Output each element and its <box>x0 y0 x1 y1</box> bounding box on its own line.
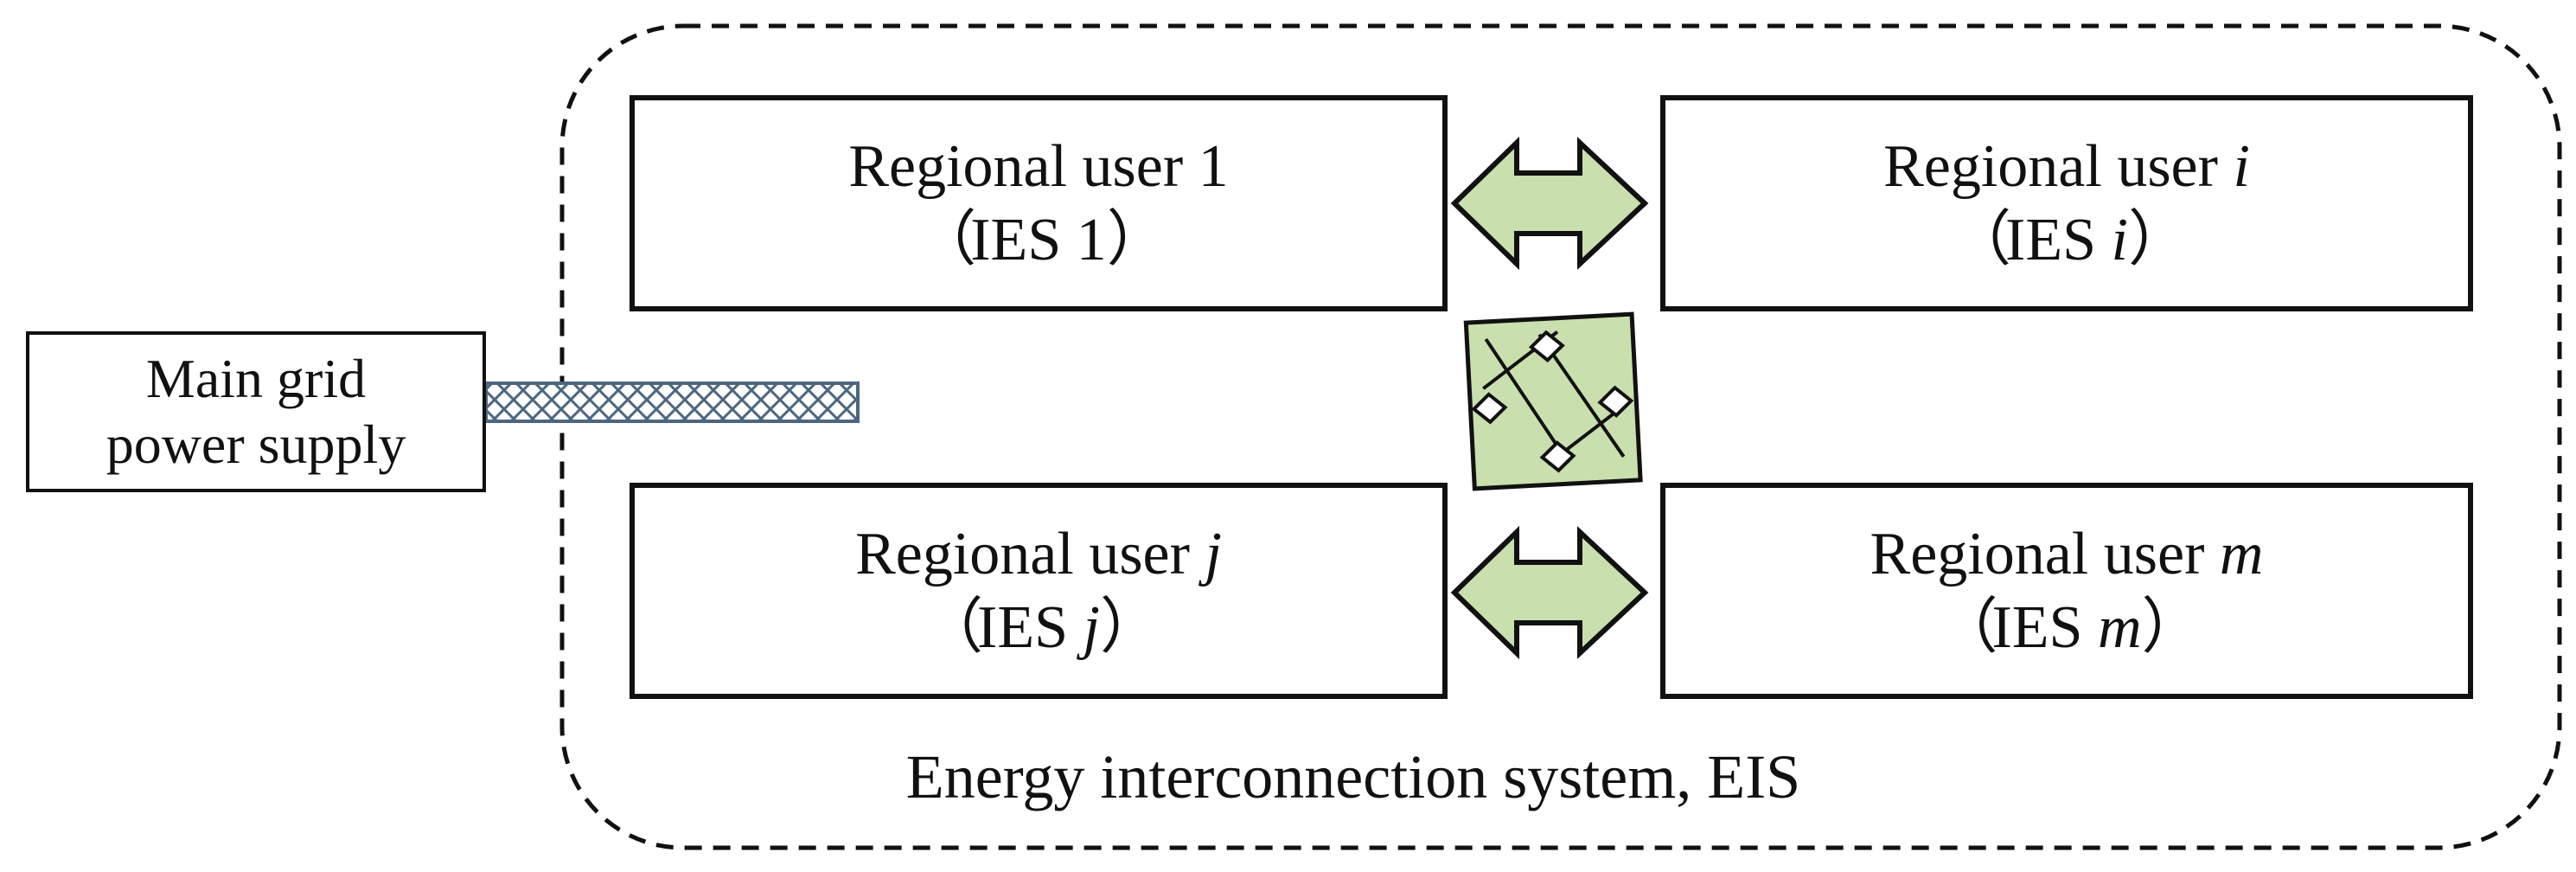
regional-user-1-box: Regional user 1 （IES 1） <box>630 95 1448 311</box>
regional-user-j-label: Regional user j <box>855 520 1222 587</box>
power-line-icon <box>484 382 860 423</box>
regional-user-i-box: Regional user i （IES i） <box>1660 95 2473 311</box>
regional-user-1-ies: （IES 1） <box>916 207 1167 273</box>
regional-user-m-ies: （IES m） <box>1937 594 2202 661</box>
main-grid-label-line2: power supply <box>105 414 406 475</box>
main-grid-label-line1: Main grid <box>145 348 367 410</box>
regional-user-j-ies: （IES j） <box>923 594 1160 661</box>
regional-user-i-ies: （IES i） <box>1951 207 2189 273</box>
eis-boundary <box>559 23 2562 850</box>
regional-user-m-box: Regional user m （IES m） <box>1660 483 2473 699</box>
regional-user-i-label: Regional user i <box>1883 132 2250 200</box>
main-grid-box: Main grid power supply <box>26 331 486 492</box>
regional-user-m-label: Regional user m <box>1870 520 2264 587</box>
eis-caption: Energy interconnection system, EIS <box>905 742 1801 811</box>
bidirectional-arrow-icon <box>1450 136 1649 271</box>
regional-user-j-box: Regional user j （IES j） <box>630 483 1448 699</box>
bidirectional-arrow-icon <box>1450 525 1649 660</box>
crossing-arrows-icon <box>1463 311 1643 491</box>
regional-user-1-label: Regional user 1 <box>848 132 1229 200</box>
